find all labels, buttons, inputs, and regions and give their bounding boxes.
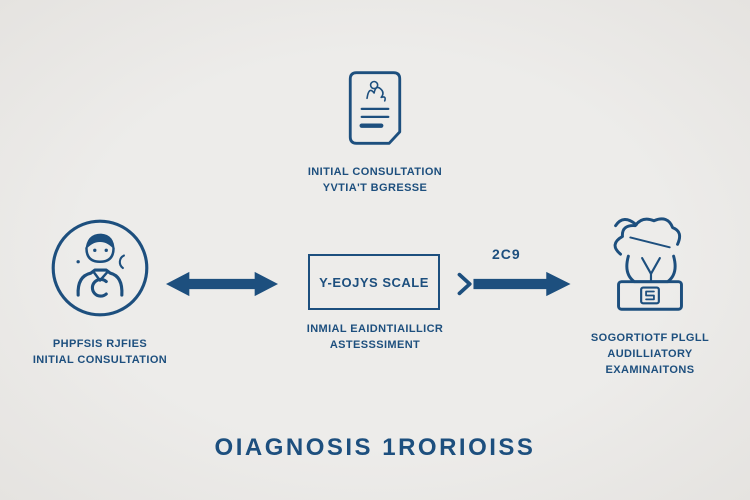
top-node-label-2: YVTIA'T BGRESSE (322, 181, 428, 194)
top-node: INITIAL CONSULTATION YVTIA'T BGRESSE (260, 70, 490, 197)
center-node-caption: INMIAL EAIDNTIAILLICR ASTESSSIMENT (285, 322, 465, 354)
left-node-label-1: PHPFSIS RJFIES (52, 338, 148, 350)
left-node: PHPFSIS RJFIES INITIAL CONSULTATION (10, 216, 190, 369)
right-node-label-2: AUDILLIATORY (607, 347, 693, 360)
center-node-label-2: ASTESSSIMENT (329, 338, 421, 351)
arrow-label: 2C9 (492, 246, 521, 262)
center-node-label-1: INMIAL EAIDNTIAILLICR (306, 323, 444, 335)
right-node: SOGORTIOTF PLGLL AUDILLIATORY EXAMINAITO… (560, 212, 740, 379)
right-node-label-3: EXAMINAITONS (605, 363, 695, 376)
right-arrow-icon (453, 270, 577, 298)
double-arrow-icon (164, 270, 280, 298)
scale-box: Y-EOJYS SCALE (308, 254, 440, 310)
doctor-icon (48, 216, 152, 320)
left-node-label-2: INITIAL CONSULTATION (32, 353, 168, 366)
top-node-label-1: INITIAL CONSULTATION (307, 166, 443, 178)
diagram-title: OIAGNOSIS 1RORIOISS (214, 434, 536, 461)
consultation-form-icon (344, 70, 406, 146)
scanner-machine-icon (591, 212, 709, 316)
right-node-label-1: SOGORTIOTF PLGLL (590, 332, 710, 344)
